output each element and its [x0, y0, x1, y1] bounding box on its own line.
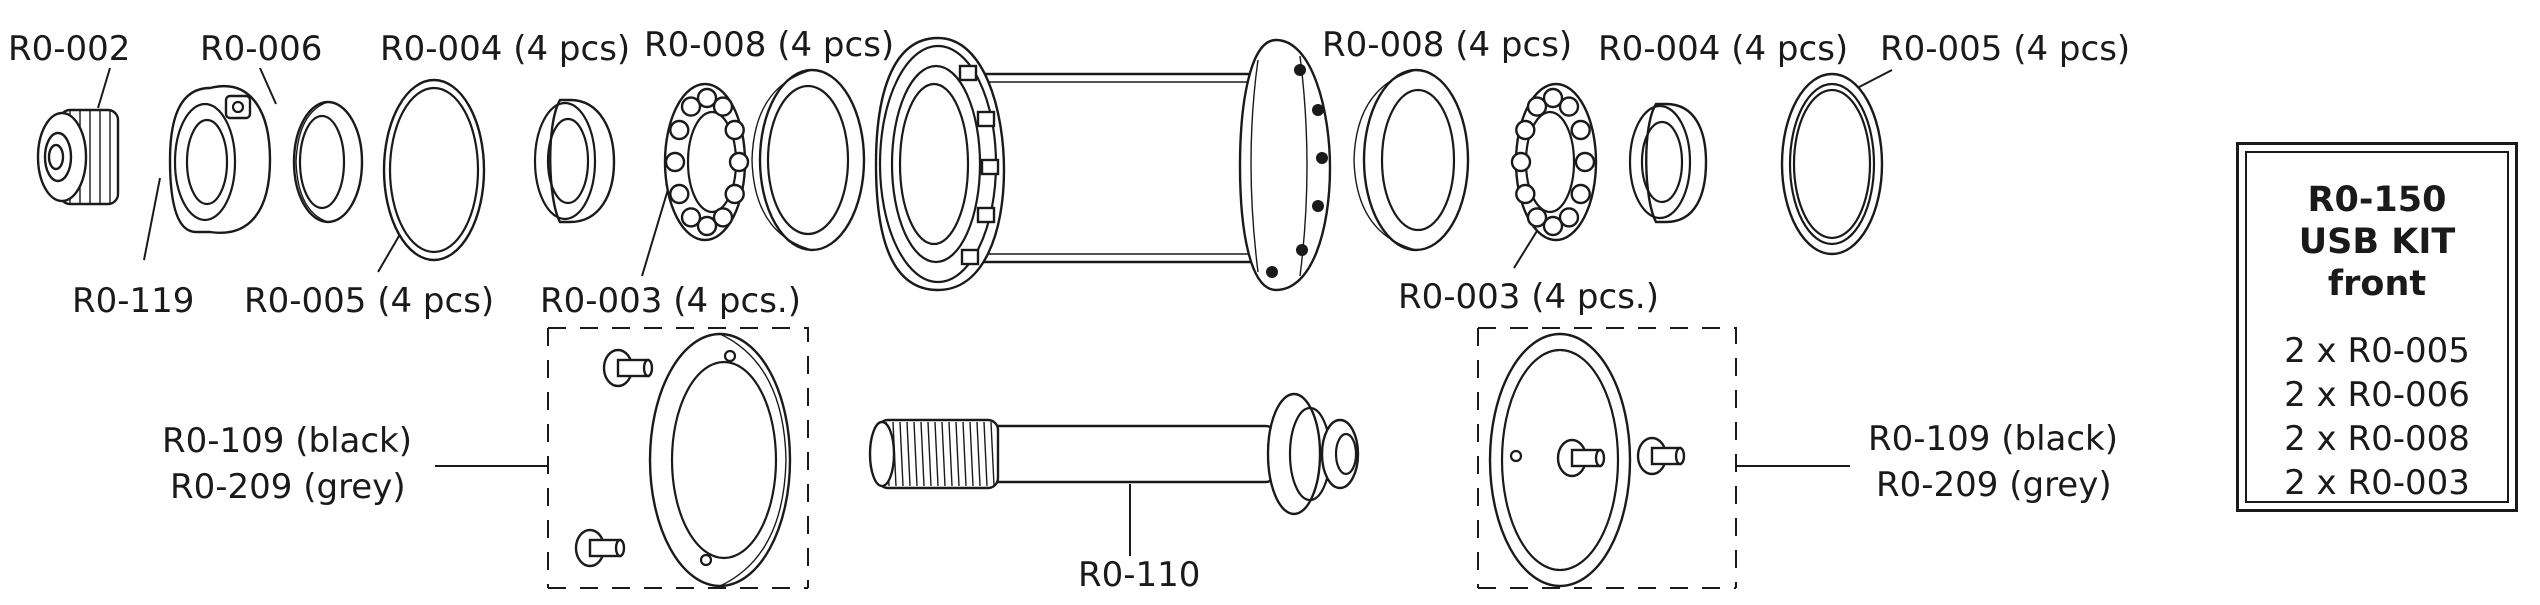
- part-r0-008-right: [1353, 68, 1470, 252]
- bearing-ball: [728, 151, 750, 173]
- label-r0-004-left: R0-004 (4 pcs): [380, 29, 630, 69]
- part-r0-006: [292, 100, 364, 224]
- screw-icon: [1636, 436, 1686, 476]
- label-r0-002: R0-002: [8, 29, 130, 69]
- label-r0-006: R0-006: [200, 29, 322, 69]
- part-r0-003-right-bearing: [1510, 82, 1598, 242]
- bearing-ball: [1558, 207, 1580, 228]
- kit-item: 2 x R0-006: [2284, 375, 2470, 415]
- bearing-ball: [1570, 119, 1591, 141]
- label-right-cover-grey: R0-209 (grey): [1876, 465, 2112, 505]
- label-r0-008-left: R0-008 (4 pcs): [644, 25, 894, 65]
- kit-item-list: 2 x R0-005 2 x R0-006 2 x R0-008 2 x R0-…: [2247, 329, 2507, 505]
- label-left-cover-grey: R0-209 (grey): [170, 467, 406, 507]
- screw-icon: [1556, 438, 1606, 478]
- kit-item: 2 x R0-005: [2284, 331, 2470, 371]
- part-left-cover: [547, 327, 809, 589]
- bearing-ball: [669, 119, 690, 141]
- part-r0-110-axle: [868, 392, 1360, 516]
- kit-title-name: USB KIT: [2298, 222, 2456, 262]
- part-r0-004-right: [1628, 102, 1708, 224]
- part-r0-003-left-bearing: [663, 82, 750, 242]
- label-left-cover-black: R0-109 (black): [162, 421, 412, 461]
- label-r0-110: R0-110: [1078, 555, 1200, 595]
- bearing-ball: [712, 96, 734, 117]
- bearing-ball: [696, 215, 718, 237]
- screw-icon: [574, 528, 626, 568]
- label-r0-004-right: R0-004 (4 pcs): [1598, 29, 1848, 69]
- part-r0-002-nut: [36, 108, 120, 206]
- bearing-ball: [696, 87, 718, 109]
- kit-box: R0-150 USB KIT front 2 x R0-005 2 x R0-0…: [2236, 142, 2518, 512]
- kit-title-position: front: [2327, 264, 2427, 304]
- part-hub-body: [874, 36, 1332, 292]
- label-r0-008-right: R0-008 (4 pcs): [1322, 25, 1572, 65]
- part-r0-119-collar: [168, 85, 272, 234]
- part-right-cover: [1477, 327, 1737, 589]
- bearing-ball: [1526, 207, 1548, 228]
- part-r0-004-left: [533, 98, 616, 224]
- kit-box-inner: R0-150 USB KIT front 2 x R0-005 2 x R0-0…: [2245, 151, 2509, 503]
- kit-item: 2 x R0-008: [2284, 419, 2470, 459]
- label-r0-003-left: R0-003 (4 pcs.): [540, 281, 801, 321]
- label-r0-003-right: R0-003 (4 pcs.): [1398, 277, 1659, 317]
- bearing-ball: [680, 96, 702, 117]
- kit-item: 2 x R0-003: [2284, 463, 2470, 503]
- part-r0-008-left: [751, 68, 866, 252]
- label-r0-005-left: R0-005 (4 pcs): [244, 281, 494, 321]
- bearing-ball: [1570, 183, 1591, 205]
- label-right-cover-black: R0-109 (black): [1868, 419, 2118, 459]
- bearing-ball: [1515, 119, 1536, 141]
- bearing-ball: [1515, 183, 1536, 205]
- bearing-ball: [1558, 96, 1580, 117]
- screw-icon: [602, 348, 654, 388]
- label-r0-119: R0-119: [72, 281, 194, 321]
- part-r0-005-left: [382, 78, 486, 262]
- bearing-ball: [1526, 96, 1548, 117]
- bearing-ball: [1542, 87, 1564, 109]
- bearing-ball: [724, 183, 745, 205]
- bearing-ball: [712, 207, 734, 228]
- part-r0-005-right: [1780, 72, 1884, 256]
- label-r0-005-right: R0-005 (4 pcs): [1880, 29, 2130, 69]
- bearing-ball: [724, 119, 745, 141]
- bearing-ball: [1574, 151, 1596, 173]
- bearing-ball: [664, 151, 686, 173]
- bearing-ball: [1542, 215, 1564, 237]
- bearing-ball: [669, 183, 690, 205]
- bearing-ball: [1510, 151, 1532, 173]
- bearing-ball: [680, 207, 702, 228]
- kit-title-code: R0-150: [2307, 180, 2447, 220]
